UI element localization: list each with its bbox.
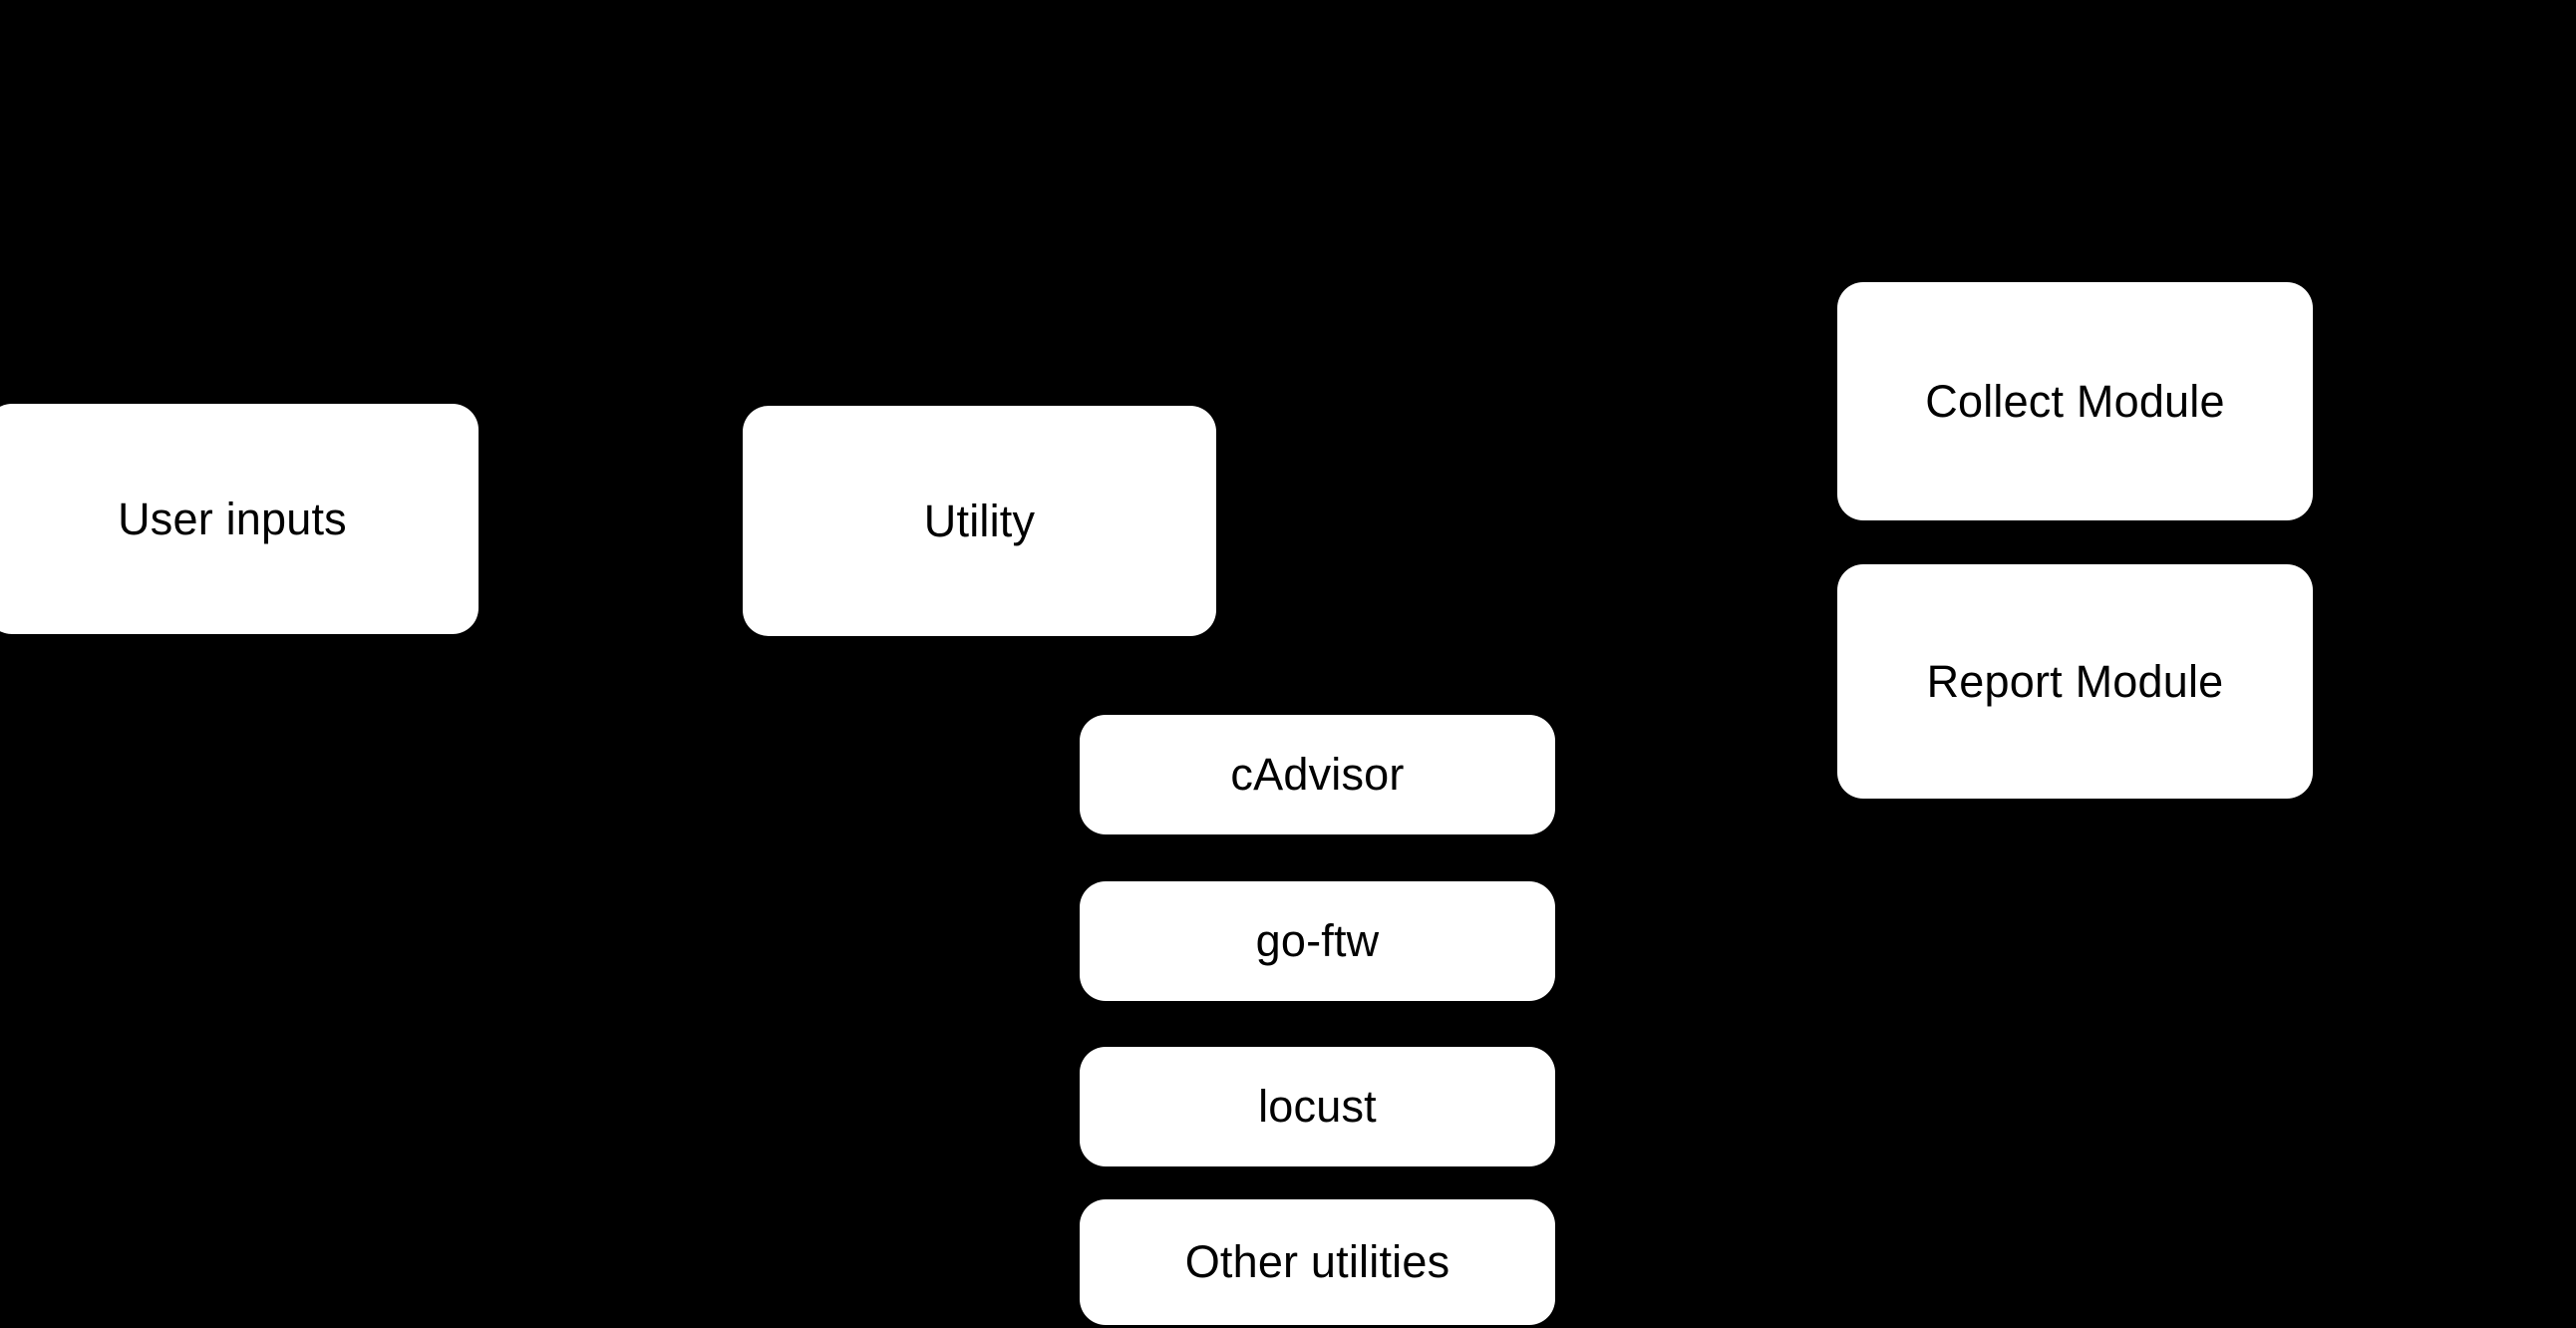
edge-utility-to-report-module [1216,497,1837,683]
arrowhead-utility [725,510,743,528]
node-go-ftw[interactable]: go-ftw [1080,881,1555,1001]
node-report-module-label: Report Module [1926,655,2224,707]
node-other-utilities[interactable]: Other utilities [1080,1199,1555,1325]
node-cadvisor-label: cAdvisor [1230,749,1405,801]
node-utility[interactable]: Utility [743,406,1216,636]
node-report-module[interactable]: Report Module [1837,564,2313,799]
edge-utility-to-collect-module [1216,399,1837,481]
node-locust[interactable]: locust [1080,1047,1555,1166]
edge-utility-to-locust [1080,586,1278,1109]
node-locust-label: locust [1258,1081,1377,1133]
node-utility-label: Utility [923,495,1036,546]
node-cadvisor[interactable]: cAdvisor [1080,715,1555,834]
node-user-inputs-label: User inputs [118,493,347,544]
node-go-ftw-label: go-ftw [1255,915,1380,967]
node-collect-module[interactable]: Collect Module [1837,282,2313,520]
node-other-utilities-label: Other utilities [1184,1236,1450,1288]
node-collect-module-label: Collect Module [1925,375,2225,427]
node-user-inputs[interactable]: User inputs [0,404,479,634]
